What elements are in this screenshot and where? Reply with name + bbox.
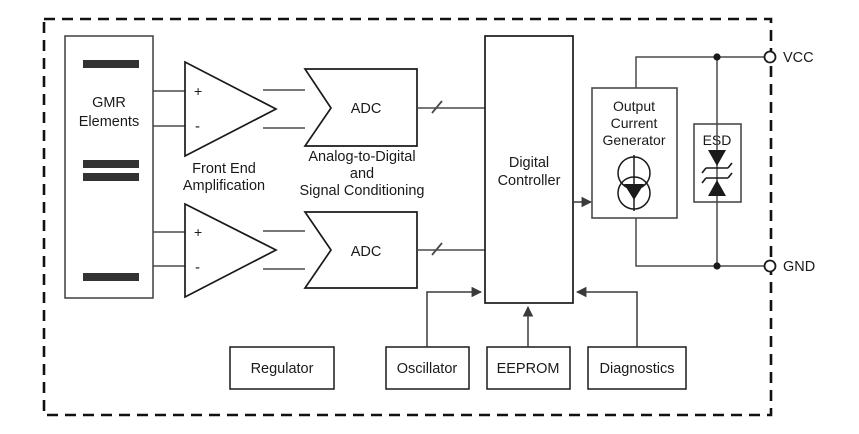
block-diagnostics[interactable]: Diagnostics [587, 346, 687, 390]
caption-front-end-amplification: Front End Amplification [183, 161, 265, 194]
amp-bottom-plus-sign: + [194, 224, 202, 240]
pin-vcc[interactable]: VCC [763, 50, 814, 66]
block-digital-controller[interactable]: Digital Controller [484, 35, 574, 304]
ocg-label-line3: Generator [602, 132, 665, 148]
pin-gnd-label: GND [783, 259, 815, 275]
svg-text:Front End: Front End [192, 161, 256, 177]
wire-diagnostics-to-controller [575, 286, 638, 347]
current-source-icon [617, 155, 651, 211]
amp-top-plus-sign: + [194, 83, 202, 99]
amp-top-minus-sign: - [195, 118, 200, 135]
gmr-label-line1: GMR [92, 95, 126, 111]
wire-adc-bottom-to-controller [417, 242, 485, 256]
svg-text:and: and [350, 166, 374, 182]
junction-dot-gnd [713, 262, 721, 270]
block-regulator[interactable]: Regulator [229, 346, 335, 390]
resistor-bar-1 [83, 60, 139, 68]
svg-text:Analog-to-Digital: Analog-to-Digital [308, 149, 415, 165]
gmr-label-line2: Elements [79, 114, 139, 130]
eeprom-label: EEPROM [497, 361, 560, 377]
block-esd[interactable]: ESD [693, 57, 742, 266]
wire-adc-top-to-controller [417, 100, 485, 114]
digital-controller-label-line1: Digital [509, 155, 549, 171]
oscillator-label: Oscillator [397, 361, 458, 377]
block-output-current-generator[interactable]: Output Current Generator [591, 87, 678, 219]
adc-top-label: ADC [351, 101, 382, 117]
block-amplifier-top[interactable]: + - [184, 60, 278, 158]
bus-slash-top [431, 100, 443, 114]
svg-text:Signal Conditioning: Signal Conditioning [300, 183, 425, 199]
resistor-bar-3 [83, 173, 139, 181]
bus-slash-bottom [431, 242, 443, 256]
block-eeprom[interactable]: EEPROM [486, 346, 571, 390]
wire-ocg-rails [635, 56, 770, 267]
amp-bottom-minus-sign: - [195, 259, 200, 276]
resistor-bar-4 [83, 273, 139, 281]
resistor-bar-2 [83, 160, 139, 168]
block-amplifier-bottom[interactable]: + - [184, 202, 278, 299]
ocg-label-line1: Output [613, 98, 655, 114]
ic-package-boundary [42, 17, 773, 417]
diagnostics-label: Diagnostics [600, 361, 675, 377]
wire-amp-bottom-to-adc-bottom [263, 230, 305, 270]
wire-oscillator-to-controller [426, 286, 483, 347]
pin-gnd[interactable]: GND [763, 259, 816, 275]
junction-dot-vcc [713, 53, 721, 61]
adc-bottom-label: ADC [351, 244, 382, 260]
digital-controller-label-line2: Controller [498, 173, 561, 189]
block-gmr-elements[interactable]: GMR Elements [64, 35, 154, 299]
wire-gmr-to-amp-top [153, 90, 185, 127]
wire-gmr-to-amp-bottom [153, 231, 185, 267]
block-oscillator[interactable]: Oscillator [385, 346, 470, 390]
pin-vcc-label: VCC [783, 50, 814, 66]
zener-diode-pair-icon [701, 57, 733, 266]
svg-text:Amplification: Amplification [183, 178, 265, 194]
block-adc-bottom[interactable]: ADC [303, 211, 418, 289]
caption-analog-to-digital: Analog-to-Digital and Signal Conditionin… [300, 149, 425, 199]
ocg-label-line2: Current [611, 115, 658, 131]
block-adc-top[interactable]: ADC [303, 68, 418, 147]
regulator-label: Regulator [251, 361, 314, 377]
wire-amp-top-to-adc-top [263, 89, 305, 129]
